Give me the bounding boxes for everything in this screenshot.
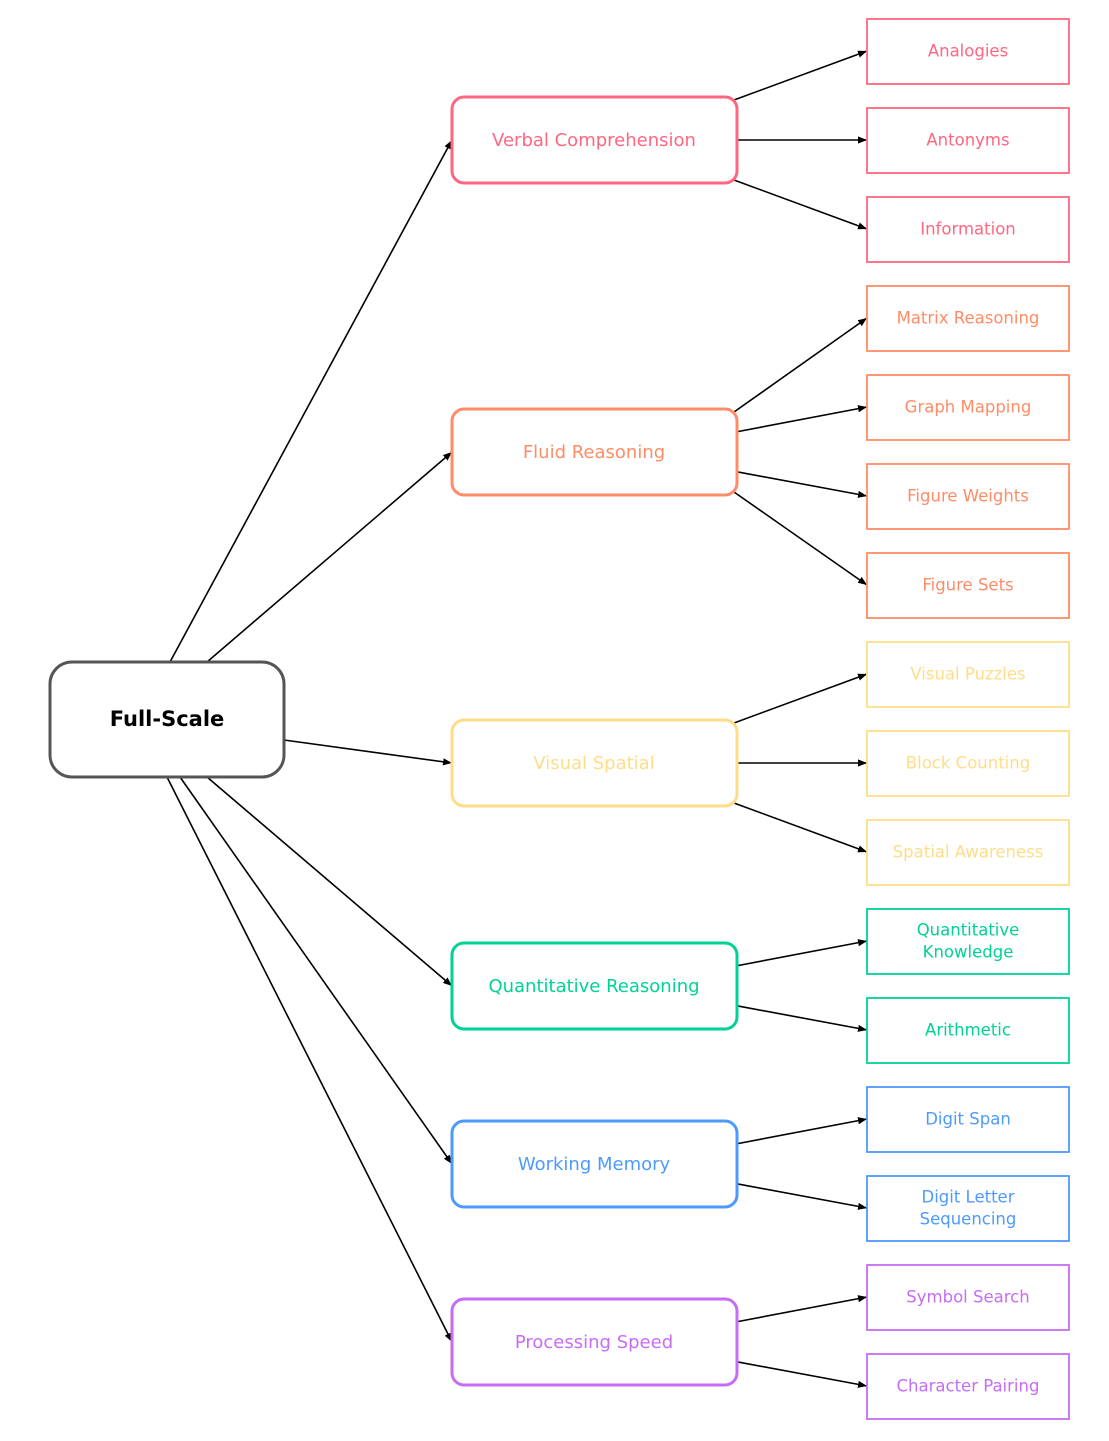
leaf-node[interactable]: Arithmetic (866, 997, 1070, 1064)
leaf-node-label: Sequencing (920, 1210, 1017, 1229)
leaf-node-box (866, 1264, 1070, 1331)
edge-category-to-leaf (733, 673, 868, 724)
leaf-node-label: Quantitative (917, 921, 1020, 940)
category-node[interactable]: Quantitative Reasoning (450, 941, 739, 1031)
edge-category-to-leaf (736, 1005, 868, 1032)
leaf-node-box (866, 641, 1070, 708)
category-node[interactable]: Visual Spatial (450, 718, 739, 808)
category-node-label: Processing Speed (515, 1332, 673, 1353)
leaf-node-box (866, 730, 1070, 797)
leaf-node[interactable]: Spatial Awareness (866, 819, 1070, 886)
leaf-node-box (866, 463, 1070, 530)
leaf-node[interactable]: Matrix Reasoning (866, 285, 1070, 352)
category-node-label: Working Memory (518, 1154, 671, 1175)
category-node-box (450, 718, 739, 808)
edge-category-to-leaf (733, 50, 868, 101)
edge-category-to-leaf (733, 491, 868, 586)
leaf-node-box (866, 819, 1070, 886)
leaf-node[interactable]: Analogies (866, 18, 1070, 85)
edges (166, 50, 868, 1388)
leaf-node-label: Information (920, 220, 1016, 239)
edge-category-to-leaf (733, 179, 868, 230)
edge-category-to-leaf (733, 317, 868, 413)
category-node-box (450, 1119, 739, 1209)
leaf-node[interactable]: Character Pairing (866, 1353, 1070, 1420)
leaf-node-label: Symbol Search (906, 1288, 1029, 1307)
leaf-node[interactable]: Figure Sets (866, 552, 1070, 619)
leaf-node-box (866, 285, 1070, 352)
leaf-node-label: Arithmetic (925, 1021, 1011, 1040)
leaf-node[interactable]: Graph Mapping (866, 374, 1070, 441)
leaf-node-box (866, 1086, 1070, 1153)
leaf-node[interactable]: Figure Weights (866, 463, 1070, 530)
leaf-node-label: Matrix Reasoning (897, 309, 1040, 328)
edge-category-to-leaf (736, 1183, 868, 1210)
category-node-label: Quantitative Reasoning (488, 976, 699, 997)
category-node[interactable]: Fluid Reasoning (450, 407, 739, 497)
leaf-node-label: Knowledge (923, 943, 1014, 962)
edge-category-to-leaf (736, 1295, 868, 1323)
edge-root-to-category (206, 776, 453, 987)
leaf-node-label: Spatial Awareness (893, 843, 1044, 862)
category-node[interactable]: Verbal Comprehension (450, 95, 739, 185)
edge-root-to-category (206, 451, 453, 663)
leaf-node-box (866, 196, 1070, 263)
category-node-box (450, 941, 739, 1031)
leaf-node-label: Antonyms (926, 131, 1009, 150)
edge-root-to-category (283, 739, 453, 766)
edge-category-to-leaf (733, 802, 868, 853)
edge-root-to-category (169, 139, 453, 663)
leaf-node[interactable]: Visual Puzzles (866, 641, 1070, 708)
leaf-node[interactable]: Block Counting (866, 730, 1070, 797)
edge-root-to-category (166, 776, 453, 1343)
category-node-label: Visual Spatial (533, 753, 654, 774)
leaf-node[interactable]: Information (866, 196, 1070, 263)
leaf-node-box (866, 552, 1070, 619)
category-node[interactable]: Processing Speed (450, 1297, 739, 1387)
category-node-box (450, 407, 739, 497)
root-node[interactable]: Full-Scale (48, 660, 286, 779)
edge-category-to-leaf (736, 1361, 868, 1388)
edge-root-to-category (179, 776, 453, 1165)
leaf-node-box (866, 374, 1070, 441)
leaf-node-box (866, 997, 1070, 1064)
leaf-node-label: Graph Mapping (905, 398, 1032, 417)
category-node-box (450, 1297, 739, 1387)
leaf-node-box (866, 1175, 1070, 1242)
leaf-node-label: Figure Sets (922, 576, 1013, 595)
leaf-node-label: Figure Weights (907, 487, 1029, 506)
leaf-node[interactable]: Symbol Search (866, 1264, 1070, 1331)
leaf-node-label: Block Counting (906, 754, 1030, 773)
edge-category-to-leaf (736, 405, 868, 433)
category-node[interactable]: Working Memory (450, 1119, 739, 1209)
leaf-node[interactable]: Digit Span (866, 1086, 1070, 1153)
leaf-node-box (866, 1353, 1070, 1420)
leaf-node-label: Analogies (928, 42, 1008, 61)
category-node-label: Verbal Comprehension (492, 130, 696, 151)
edge-category-to-leaf (736, 471, 868, 498)
leaf-node-label: Character Pairing (897, 1377, 1040, 1396)
category-node-box (450, 95, 739, 185)
leaf-node[interactable]: Antonyms (866, 107, 1070, 174)
root-node-box (48, 660, 286, 779)
leaf-node-box (866, 107, 1070, 174)
leaf-node-box (866, 908, 1070, 975)
leaf-node-box (866, 18, 1070, 85)
edge-category-to-leaf (736, 1117, 868, 1145)
leaf-node-label: Digit Span (925, 1110, 1011, 1129)
root-node-label: Full-Scale (110, 707, 225, 731)
edge-category-to-leaf (736, 939, 868, 967)
leaf-node-label: Visual Puzzles (910, 665, 1025, 684)
category-node-label: Fluid Reasoning (523, 442, 665, 463)
leaf-node-label: Digit Letter (922, 1188, 1015, 1207)
nodes: Full-Scale Verbal Comprehension AnalogiesA… (48, 18, 1070, 1420)
